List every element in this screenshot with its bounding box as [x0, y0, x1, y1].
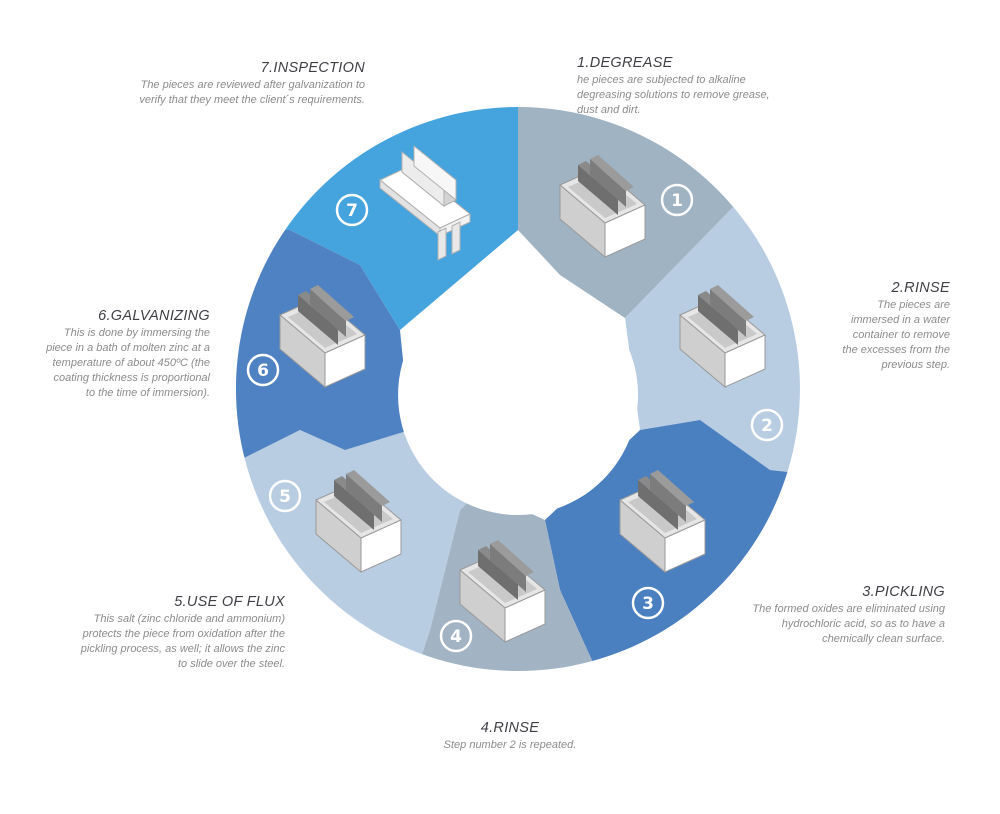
step-label-1: 1.DEGREASE he pieces are subjected to al…: [577, 55, 817, 118]
badge-number: 4: [450, 627, 462, 647]
step-label-4: 4.RINSE Step number 2 is repeated.: [380, 720, 640, 753]
workpiece-2: [679, 285, 766, 389]
badge-ring: [750, 408, 784, 442]
step-badges: 1 2 3 4 5 6 7: [246, 183, 784, 653]
badge-number: 1: [671, 191, 683, 211]
step-desc-3: The formed oxides are eliminated using h…: [752, 603, 945, 645]
workpiece-6: [279, 285, 366, 389]
workpieces: [279, 144, 766, 644]
badge-number: 5: [279, 487, 291, 507]
step-title-5: 5.USE OF FLUX: [174, 594, 285, 610]
step-desc-4: Step number 2 is repeated.: [443, 739, 577, 751]
step-title-2: 2.RINSE: [891, 280, 950, 296]
step-badge-3: 3: [631, 586, 665, 620]
step-label-6: 6.GALVANIZING This is done by immersing …: [40, 308, 210, 401]
step-desc-6: This is done by immersing the piece in a…: [46, 327, 210, 399]
badge-ring: [631, 586, 665, 620]
workpiece-3: [619, 470, 706, 574]
step-badge-5: 5: [268, 479, 302, 513]
step-badge-1: 1: [660, 183, 694, 217]
badge-ring: [268, 479, 302, 513]
step-title-3: 3.PICKLING: [862, 584, 945, 600]
step-label-5: 5.USE OF FLUX This salt (zinc chloride a…: [70, 594, 285, 672]
step-title-7: 7.INSPECTION: [260, 60, 365, 76]
badge-number: 3: [642, 594, 654, 614]
workpiece-7: [379, 144, 471, 261]
badge-number: 2: [761, 416, 773, 436]
badge-number: 6: [257, 361, 269, 381]
step-desc-7: The pieces are reviewed after galvanizat…: [139, 79, 365, 106]
badge-ring: [335, 193, 369, 227]
step-label-2: 2.RINSE The pieces are immersed in a wat…: [700, 280, 950, 373]
workpiece-1: [559, 155, 646, 259]
badge-number: 7: [346, 201, 358, 221]
step-badge-7: 7: [335, 193, 369, 227]
step-title-6: 6.GALVANIZING: [98, 308, 210, 324]
ring-segment-5: [235, 430, 480, 672]
step-badge-6: 6: [246, 353, 280, 387]
badge-ring: [660, 183, 694, 217]
badge-ring: [246, 353, 280, 387]
step-badge-4: 4: [439, 619, 473, 653]
workpiece-5: [315, 470, 402, 574]
step-title-1: 1.DEGREASE: [577, 55, 673, 71]
step-badge-2: 2: [750, 408, 784, 442]
ring-segment-3: [545, 420, 800, 672]
step-title-4: 4.RINSE: [480, 720, 540, 736]
step-desc-1: he pieces are subjected to alkaline degr…: [577, 74, 770, 116]
step-desc-2: The pieces are immersed in a water conta…: [842, 299, 950, 371]
badge-ring: [439, 619, 473, 653]
step-label-7: 7.INSPECTION The pieces are reviewed aft…: [115, 60, 365, 108]
workpiece-4: [459, 540, 546, 644]
step-label-3: 3.PICKLING The formed oxides are elimina…: [700, 584, 945, 647]
step-desc-5: This salt (zinc chloride and ammonium) p…: [80, 613, 285, 670]
